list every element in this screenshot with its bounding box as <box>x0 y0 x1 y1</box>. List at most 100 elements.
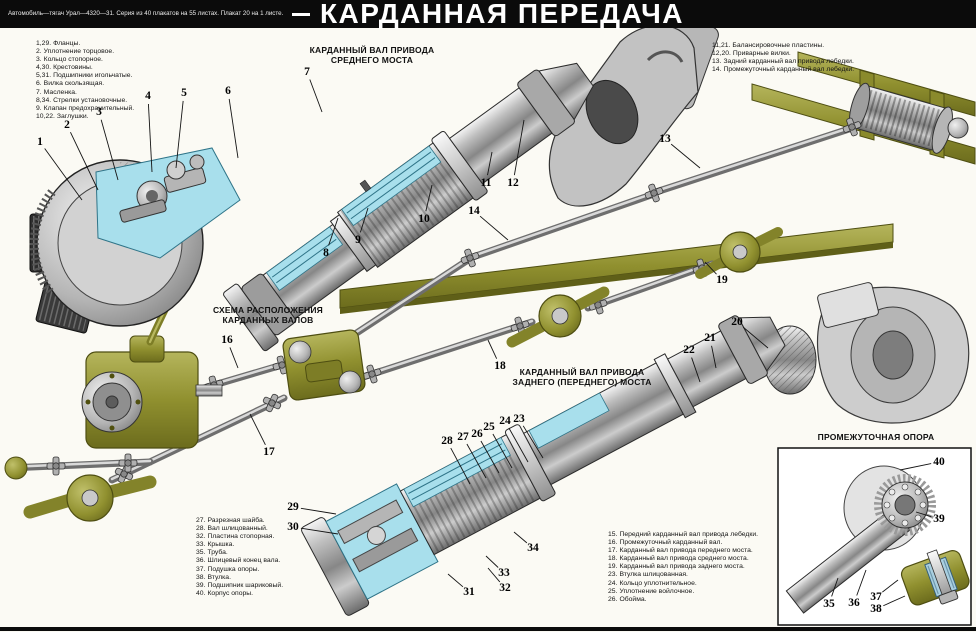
legend-number: 19. <box>608 563 618 571</box>
support-bushing <box>924 549 959 605</box>
legend-text: Клапан предохранительный. <box>43 104 135 112</box>
support-inset <box>777 447 972 626</box>
legend-entry: 11,21.Балансировочные пластины. <box>712 42 922 50</box>
legend-entry: 3.Кольцо стопорное. <box>36 56 196 64</box>
legend-number: 40. <box>196 589 206 597</box>
legend-text: Карданный вал привода среднего моста. <box>619 555 749 563</box>
transfer-case <box>282 329 366 401</box>
legend-text: Труба. <box>207 549 228 557</box>
legend-text: Передний карданный вал привода лебедки. <box>619 531 759 538</box>
ball-bearing <box>883 483 927 527</box>
legend-number: 8,34. <box>36 96 52 104</box>
legend-bottom-middle: 15.Передний карданный вал привода лебедк… <box>608 531 773 604</box>
legend-number: 23. <box>608 571 618 579</box>
legend-text: Подушка опоры. <box>207 565 260 573</box>
label-layout-scheme: СХЕМА РАСПОЛОЖЕНИЯ КАРДАННЫХ ВАЛОВ <box>188 305 348 325</box>
legend-number: 36. <box>196 557 206 565</box>
legend-entry: 37.Подушка опоры. <box>196 566 331 574</box>
legend-number: 38. <box>196 573 206 581</box>
legend-text: Пластина стопорная. <box>207 533 275 541</box>
legend-entry: 35.Труба. <box>196 549 331 557</box>
legend-entry: 39.Подшипник шариковый. <box>196 582 331 590</box>
legend-entry: 16.Промежуточный карданный вал. <box>608 539 773 547</box>
label-rear-axle-shaft: КАРДАННЫЙ ВАЛ ПРИВОДА ЗАДНЕГО (ПЕРЕДНЕГО… <box>482 367 682 387</box>
legend-text: Втулка. <box>207 573 231 581</box>
legend-number: 18. <box>608 555 618 563</box>
legend-text: Кольцо стопорное. <box>43 56 103 64</box>
middle-axle <box>506 286 610 348</box>
label-line: ПРОМЕЖУТОЧНАЯ ОПОРА <box>817 432 935 442</box>
legend-text: Уплотнение войлочное. <box>619 587 695 595</box>
legend-entry: 24.Кольцо уплотнительное. <box>608 580 773 588</box>
legend-entry: 27.Разрезная шайба. <box>196 517 331 525</box>
legend-entry: 36.Шлицевый конец вала. <box>196 557 331 565</box>
splined-end <box>874 474 936 536</box>
legend-entry: 38.Втулка. <box>196 574 331 582</box>
legend-text: Карданный вал привода заднего моста. <box>619 563 745 571</box>
legend-entry: 40.Корпус опоры. <box>196 590 331 598</box>
legend-number: 13. <box>712 58 722 66</box>
legend-entry: 32.Пластина стопорная. <box>196 533 331 541</box>
legend-number: 2. <box>36 48 42 56</box>
legend-number: 25. <box>608 587 618 595</box>
middle-axle-shaft-cutaway <box>223 62 594 352</box>
legend-text: Корпус опоры. <box>207 589 254 597</box>
legend-entry: 1,29.Фланцы. <box>36 40 196 48</box>
legend-number: 5,31. <box>36 72 52 80</box>
legend-text: Вилка скользящая. <box>43 80 105 88</box>
legend-number: 35. <box>196 549 206 557</box>
legend-number: 39. <box>196 581 206 589</box>
legend-entry: 9.Клапан предохранительный. <box>36 105 196 113</box>
legend-text: Втулка шлицованная. <box>619 571 688 579</box>
label-middle-axle-shaft: КАРДАННЫЙ ВАЛ ПРИВОДА СРЕДНЕГО МОСТА <box>282 45 462 65</box>
legend-text: Карданный вал привода переднего моста. <box>619 547 753 555</box>
legend-number: 33. <box>196 541 206 549</box>
grease-fitting <box>359 179 372 193</box>
legend-number: 7. <box>36 88 42 96</box>
legend-number: 11,21. <box>712 42 731 49</box>
legend-entry: 12,20.Приварные вилки. <box>712 50 922 58</box>
legend-entry: 15.Передний карданный вал привода лебедк… <box>608 531 773 539</box>
legend-top-left: 1,29.Фланцы. 2.Уплотнение торцовое. 3.Ко… <box>36 40 196 121</box>
legend-text: Вал шлицованный. <box>207 525 268 533</box>
legend-entry: 5,31.Подшипники игольчатые. <box>36 72 196 80</box>
legend-entry: 14.Промежуточный карданный вал лебедки. <box>712 66 922 74</box>
label-line: СРЕДНЕГО МОСТА <box>330 55 414 65</box>
legend-number: 6. <box>36 80 42 88</box>
legend-text: Масленка. <box>43 88 77 96</box>
legend-bottom-left: 27.Разрезная шайба. 28.Вал шлицованный. … <box>196 517 331 598</box>
legend-text: Крестовины. <box>53 64 93 72</box>
legend-number: 16. <box>608 539 618 547</box>
legend-text: Кольцо уплотнительное. <box>619 579 697 587</box>
front-axle <box>4 453 157 522</box>
legend-entry: 8,34.Стрелки установочные. <box>36 97 196 105</box>
legend-text: Шлицевый конец вала. <box>207 557 281 565</box>
legend-number: 15. <box>608 531 618 538</box>
winch-shafts <box>348 115 864 340</box>
rear-support-casting <box>763 282 970 424</box>
legend-entry: 23.Втулка шлицованная. <box>608 571 773 579</box>
legend-entry: 19.Карданный вал привода заднего моста. <box>608 563 773 571</box>
label-line: КАРДАННЫХ ВАЛОВ <box>222 315 314 325</box>
label-intermediate-support: ПРОМЕЖУТОЧНАЯ ОПОРА <box>776 432 976 442</box>
legend-number: 9. <box>36 104 42 112</box>
bottom-border-rule <box>0 627 976 631</box>
legend-text: Задний карданный вал привода лебедки. <box>723 58 854 66</box>
label-line: КАРДАННЫЙ ВАЛ ПРИВОДА <box>519 367 645 377</box>
upper-yoke <box>548 12 719 207</box>
title-dash <box>291 12 310 16</box>
legend-text: Заглушки. <box>56 112 89 120</box>
winch-frame <box>751 51 976 165</box>
legend-entry: 10,22.Заглушки. <box>36 113 196 121</box>
legend-number: 27. <box>196 517 206 524</box>
legend-text: Промежуточный карданный вал. <box>619 539 723 547</box>
legend-text: Подшипник шариковый. <box>207 581 284 589</box>
legend-entry: 6.Вилка скользящая. <box>36 80 196 88</box>
poster-meta: Автомобиль—тягач Урал—4320—31. Серия из … <box>8 10 284 17</box>
legend-entry: 7.Масленка. <box>36 89 196 97</box>
legend-number: 4,30. <box>36 64 52 72</box>
legend-entry: 33.Крышка. <box>196 541 331 549</box>
legend-text: Фланцы. <box>53 40 81 47</box>
legend-number: 12,20. <box>712 50 731 58</box>
